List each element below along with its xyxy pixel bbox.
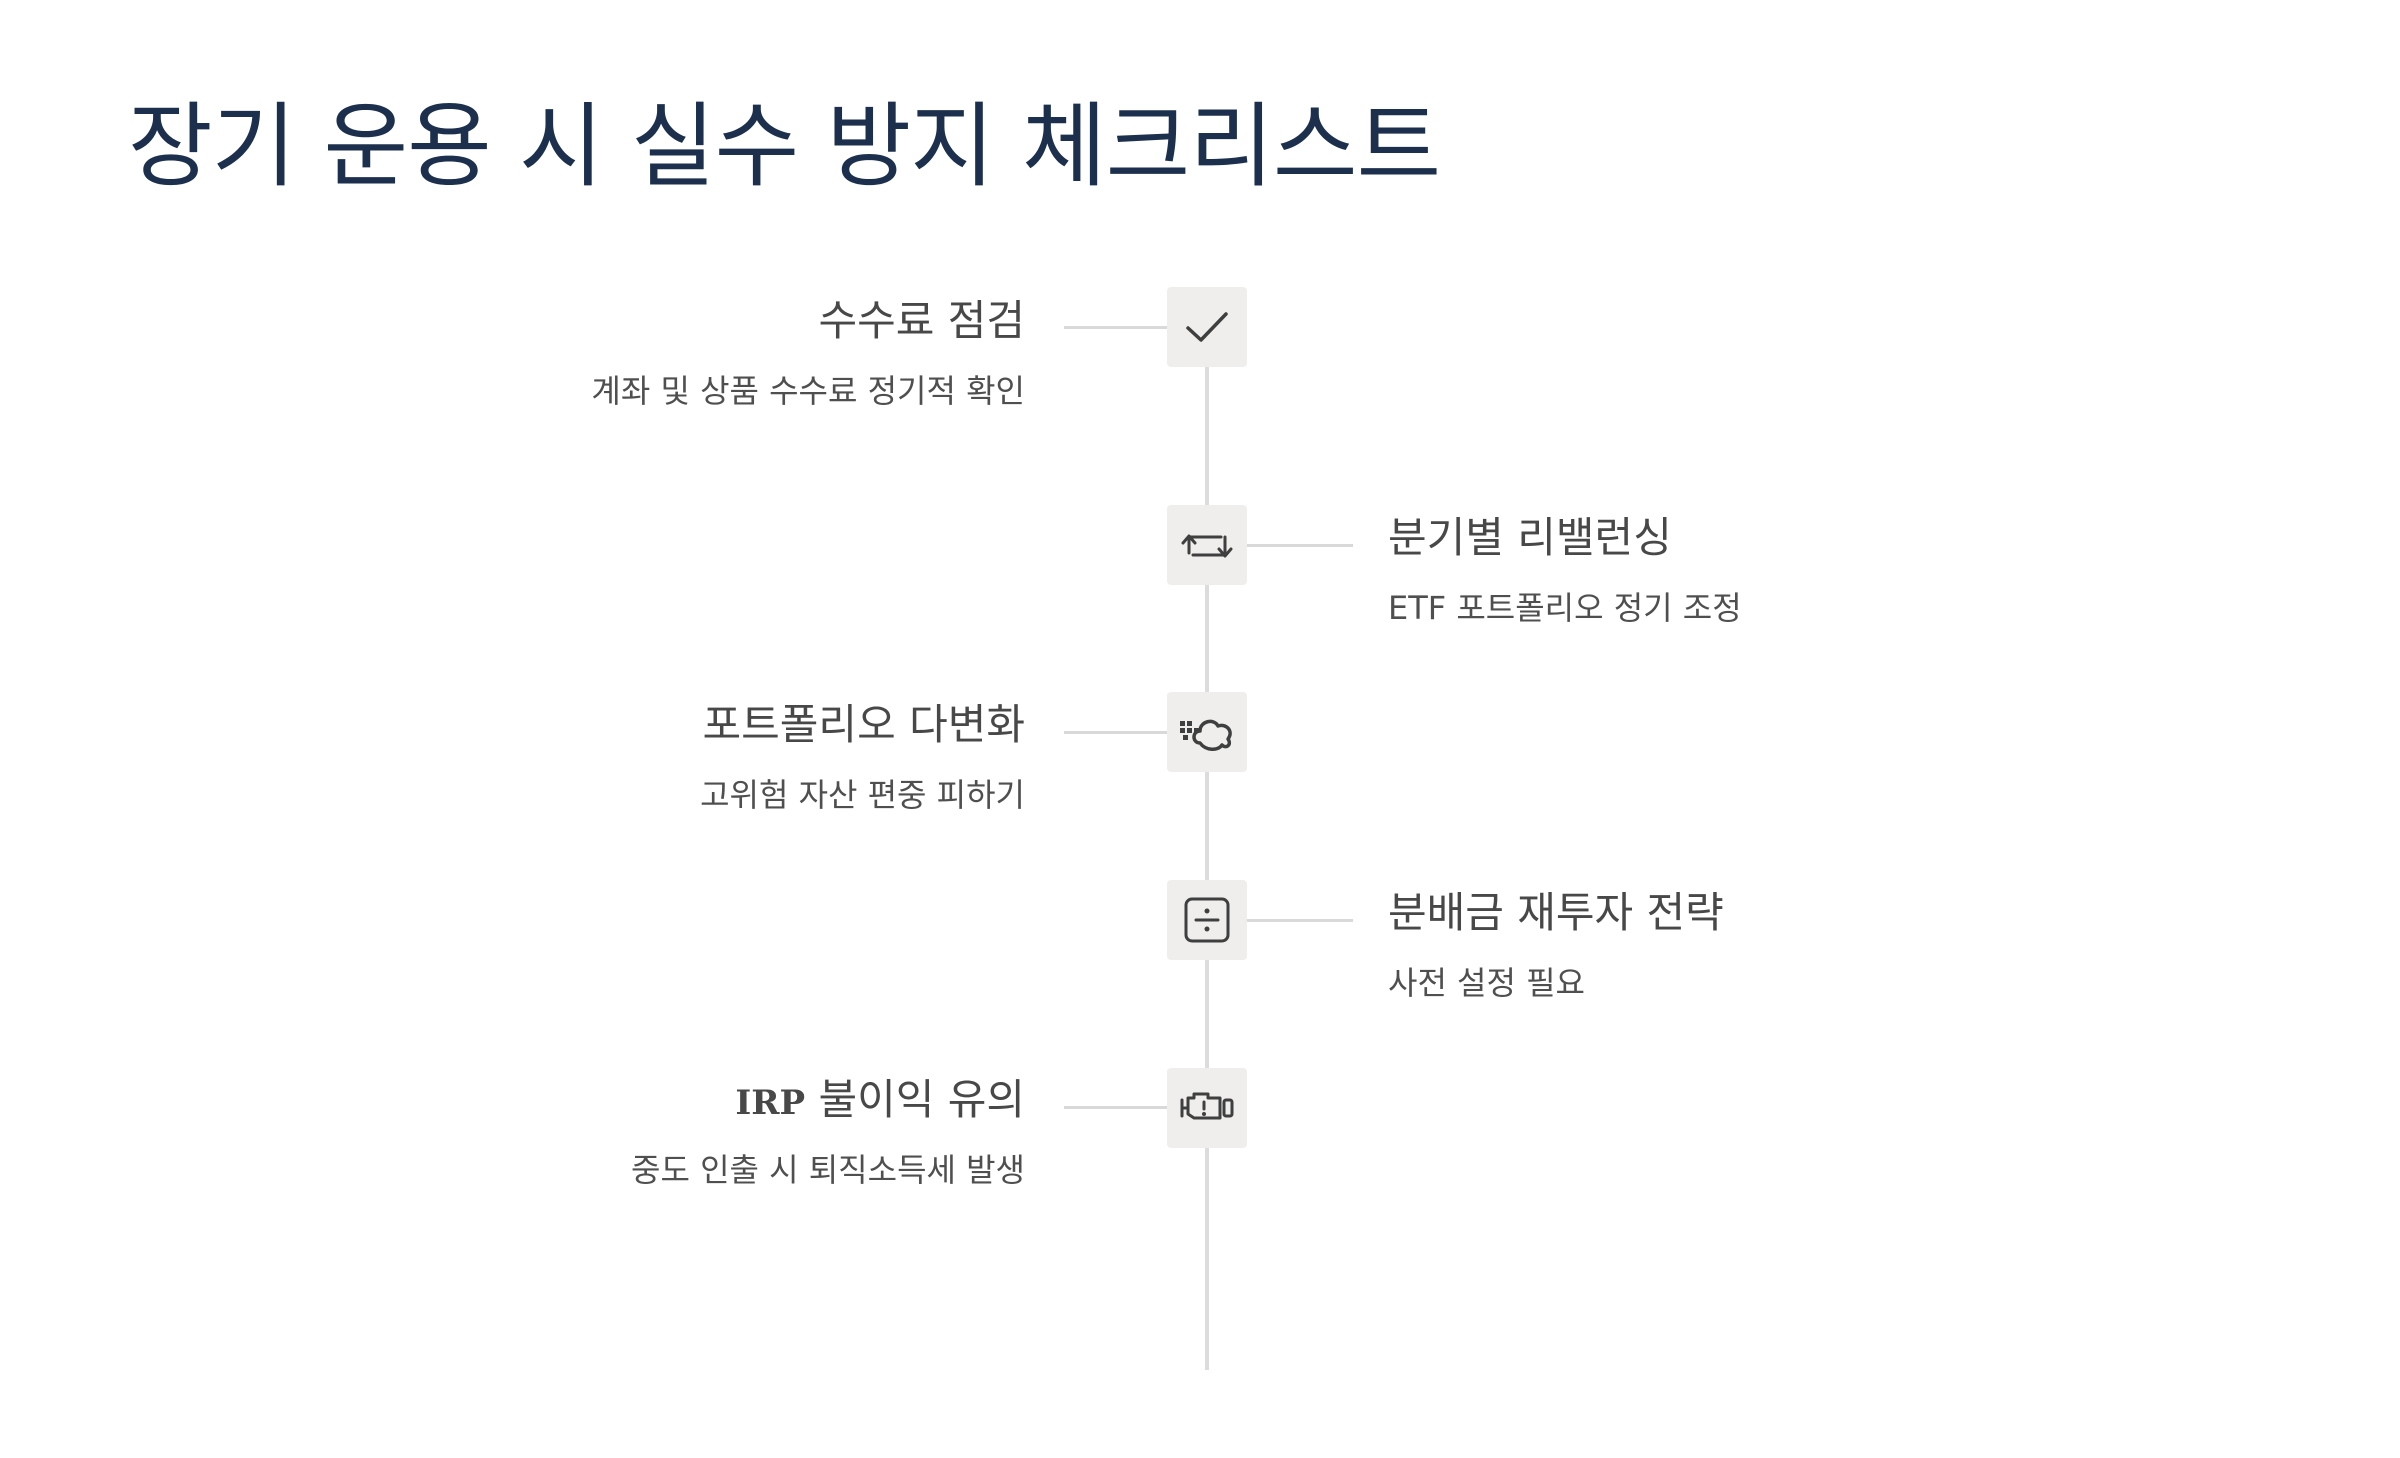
item-description: ETF 포트폴리오 정기 조정 [1388, 589, 1742, 628]
heading-text: 불이익 유의 [818, 1075, 1025, 1124]
connector-irp [1064, 1106, 1167, 1109]
item-heading: IRP 불이익 유의 [631, 1075, 1025, 1125]
item-heading: 분배금 재투자 전략 [1388, 888, 1724, 937]
checklist-node-dividend [1167, 880, 1247, 960]
item-heading: 포트폴리오 다변화 [702, 700, 1025, 749]
checkmark-icon [1186, 312, 1228, 342]
connector-diversification [1064, 731, 1167, 734]
heading-prefix: IRP [735, 1083, 806, 1123]
divide-icon [1184, 897, 1230, 943]
cloud-dots-icon [1180, 719, 1232, 751]
checklist-item-rebalancing: 분기별 리밸런싱 ETF 포트폴리오 정기 조정 [1388, 513, 1742, 628]
connector-dividend [1247, 919, 1353, 922]
checklist-item-irp: IRP 불이익 유의 중도 인출 시 퇴직소득세 발생 [631, 1075, 1025, 1190]
item-heading: 분기별 리밸런싱 [1388, 513, 1672, 562]
item-description: 고위험 자산 편중 피하기 [700, 776, 1025, 815]
checklist-node-diversification [1167, 692, 1247, 772]
checklist-node-fees [1167, 287, 1247, 367]
checklist-node-irp [1167, 1068, 1247, 1148]
checklist-item-fees: 수수료 점검 계좌 및 상품 수수료 정기적 확인 [591, 296, 1025, 411]
rebalance-arrows-icon [1181, 534, 1233, 558]
item-description: 사전 설정 필요 [1388, 964, 1585, 1003]
page-title: 장기 운용 시 실수 방지 체크리스트 [128, 93, 1441, 200]
timeline-spine [1205, 320, 1209, 1370]
item-description: 계좌 및 상품 수수료 정기적 확인 [591, 372, 1025, 411]
connector-fees [1064, 326, 1167, 329]
engine-warning-icon [1180, 1092, 1234, 1120]
checklist-node-rebalancing [1167, 505, 1247, 585]
checklist-item-dividend: 분배금 재투자 전략 사전 설정 필요 [1388, 888, 1724, 1003]
item-description: 중도 인출 시 퇴직소득세 발생 [631, 1151, 1025, 1190]
checklist-item-diversification: 포트폴리오 다변화 고위험 자산 편중 피하기 [700, 700, 1025, 815]
connector-rebalancing [1247, 544, 1353, 547]
item-heading: 수수료 점검 [818, 296, 1025, 345]
